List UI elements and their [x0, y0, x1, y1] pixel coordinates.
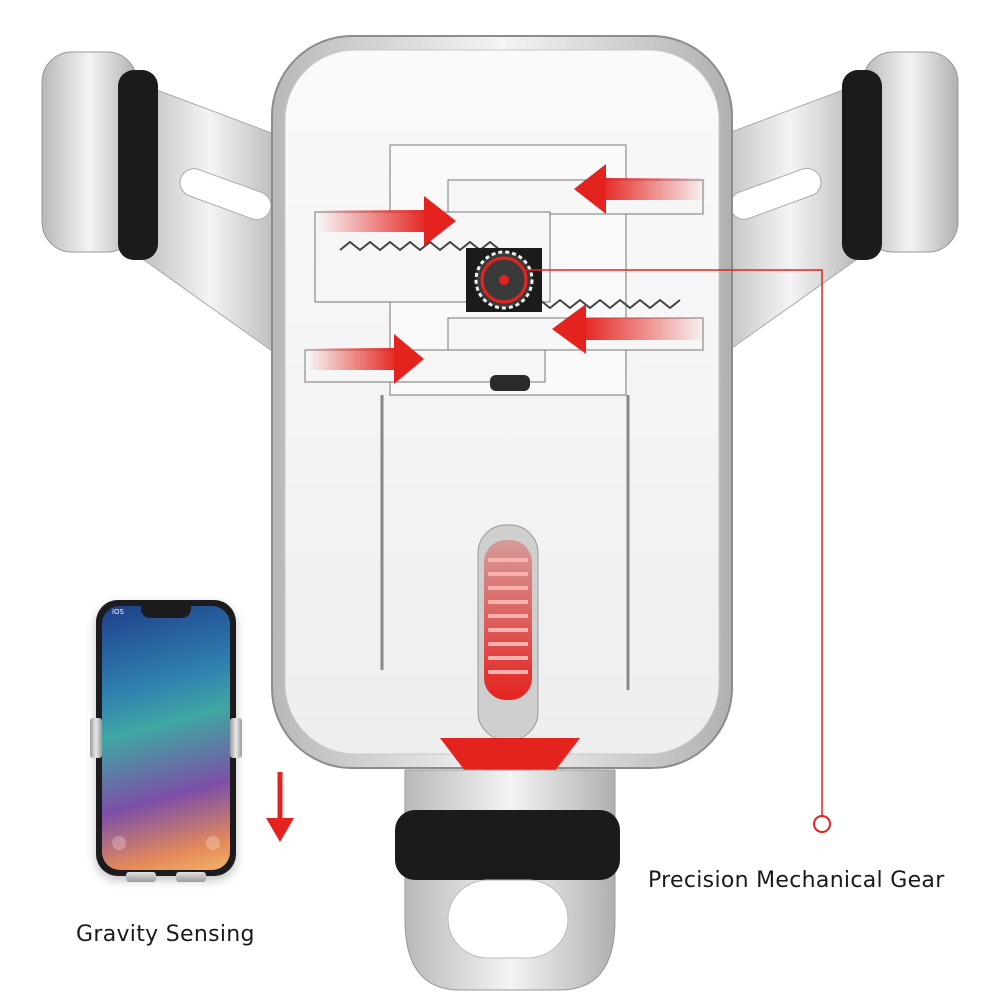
phone-notch [141, 606, 191, 618]
spring-icon [477, 524, 539, 741]
arrow-left-icon [574, 164, 706, 214]
phone-clamp-left [90, 718, 102, 758]
callout-dot-icon [813, 815, 831, 833]
gear-icon [480, 256, 528, 304]
gear-caption: Precision Mechanical Gear [648, 868, 945, 893]
gear-callout [526, 269, 831, 833]
camera-icon [206, 836, 220, 850]
flashlight-icon [112, 836, 126, 850]
left-arm [41, 51, 291, 361]
bottom-clamp [395, 769, 620, 991]
arrow-right-icon [318, 196, 456, 246]
phone-status-text: iOS [112, 608, 124, 616]
phone-illustration: iOS [90, 600, 242, 882]
right-arm [709, 51, 959, 361]
phone-foot-right [176, 872, 206, 882]
phone-clamp-right [230, 718, 242, 758]
arrow-down-icon [266, 772, 294, 842]
arrow-left-icon [552, 304, 706, 354]
phone-screen [102, 606, 230, 870]
phone-foot-left [126, 872, 156, 882]
gravity-caption: Gravity Sensing [76, 922, 255, 947]
arrow-right-icon [308, 334, 424, 384]
